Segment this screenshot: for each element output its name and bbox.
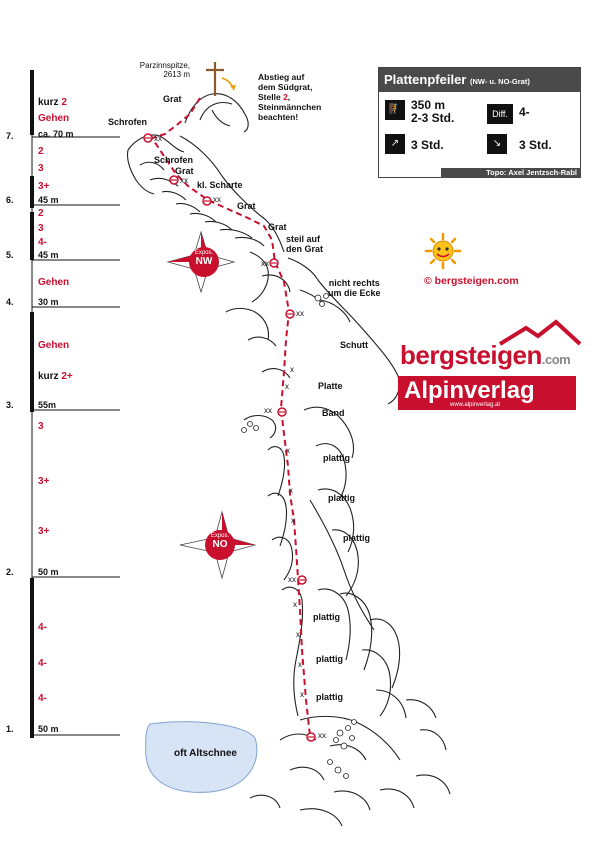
bolt-marker: x [285,382,289,391]
website-link[interactable]: © bergsteigen.com [424,275,519,287]
grade-label: 3+ [38,476,50,487]
bolt-marker: xx [296,309,304,318]
route-label: Grat [237,201,256,211]
grade-label: 4- [38,237,47,248]
pitch-number: 3. [6,400,14,410]
route-label: Platte [318,381,343,391]
grade-label: Gehen [38,277,70,288]
bolt-marker: xx [318,731,326,740]
approach-icon: ↗ [385,134,405,154]
grade-label: kurz 2 [38,97,67,108]
bolt-marker: xx [261,259,269,268]
route-label: plattig [343,533,370,543]
snowfield-label: oft Altschnee [174,748,237,759]
pitch-length: 50 m [38,567,59,577]
approach-time: 3 Std. [411,138,444,152]
grade-label: 2 [38,146,44,157]
grade-label: 4- [38,693,47,704]
bolt-marker: x [286,446,290,455]
topo-credit: Topo: Axel Jentzsch-Rabl [441,168,581,178]
pitch-number: 4. [6,297,14,307]
route-label: Grat [163,94,182,104]
route-label: Schrofen [108,117,148,127]
pitch-scale [30,70,120,738]
bolt-marker: xx [213,195,221,204]
bolt-marker: x [291,516,295,525]
grade-label: 3 [38,163,44,174]
bolt-marker: xx [154,134,162,143]
grade-label: 3 [38,223,44,234]
pitch-number: 5. [6,250,14,260]
alpinverlag-logo: Alpinverlag www.alpinverlag.at [398,376,576,410]
descent-icon: ↘ [487,134,507,154]
grade-label: 2 [38,208,44,219]
summit-label: Parzinnspitze,2613 m [139,61,190,79]
route-label: plattig [316,654,343,664]
pitch-length: ca. 70 m [38,129,74,139]
route-line [150,97,311,737]
compass-no-icon [179,510,257,580]
pitch-number: 6. [6,195,14,205]
summit-cross-icon [206,62,224,96]
pitch-number: 2. [6,567,14,577]
grade-label: 4- [38,622,47,633]
pitch-number: 7. [6,131,14,141]
bolt-marker: x [289,486,293,495]
pitch-length: 50 m [38,724,59,734]
bolt-marker: x [290,365,294,374]
route-label: plattig [316,692,343,702]
bergsteigen-roof-icon [498,319,582,346]
grade-label: 3+ [38,181,50,192]
rock-outlines [126,93,451,827]
difficulty-badge: Diff. [487,104,513,124]
descent-time: 3 Std. [519,138,552,152]
pitch-length: 30 m [38,297,59,307]
bolt-marker: xx [180,176,188,185]
route-label: plattig [323,453,350,463]
difficulty-value: 4- [519,105,530,119]
route-label: Band [322,408,345,418]
snowfield [145,721,258,793]
route-label: kl. Scharte [197,180,243,190]
climber-icon: 🧗 [385,100,405,120]
grade-label: 3+ [38,526,50,537]
pitch-length: 45 m [38,195,59,205]
bolt-marker: xx [264,406,272,415]
route-label: plattig [313,612,340,622]
grade-label: kurz 2+ [38,371,73,382]
bolt-marker: xx [288,575,296,584]
bergsteigen-logo: bergsteigen.com [400,340,571,370]
descent-note: Abstieg auf dem Südgrat, Stelle 2, Stein… [258,72,322,122]
compass-nw-icon [166,230,236,294]
grade-label: 4- [38,658,47,669]
route-label: plattig [328,493,355,503]
grade-label: 3 [38,421,44,432]
route-label: Schutt [340,340,368,350]
bolt-marker: x [293,600,297,609]
pitch-number: 1. [6,724,14,734]
bolt-marker: x [296,630,300,639]
pitch-length: 55m [38,400,57,410]
pitch-length: 45 m [38,250,59,260]
compass-no-label: Expos. NO [210,533,230,550]
grade-label: Gehen [38,340,70,351]
compass-nw-label: Expos. NW [194,250,214,267]
bolt-marker: x [298,660,302,669]
grade-label: Gehen [38,113,70,124]
route-label: Grat [268,222,287,232]
sun-logo-icon [424,232,462,270]
bolt-marker: x [300,690,304,699]
scree [241,293,357,779]
belay-stations [143,133,316,742]
route-label: Grat [175,166,194,176]
route-label: Schrofen [154,155,194,165]
route-title: Plattenpfeiler (NW- u. NO-Grat) [379,68,580,92]
